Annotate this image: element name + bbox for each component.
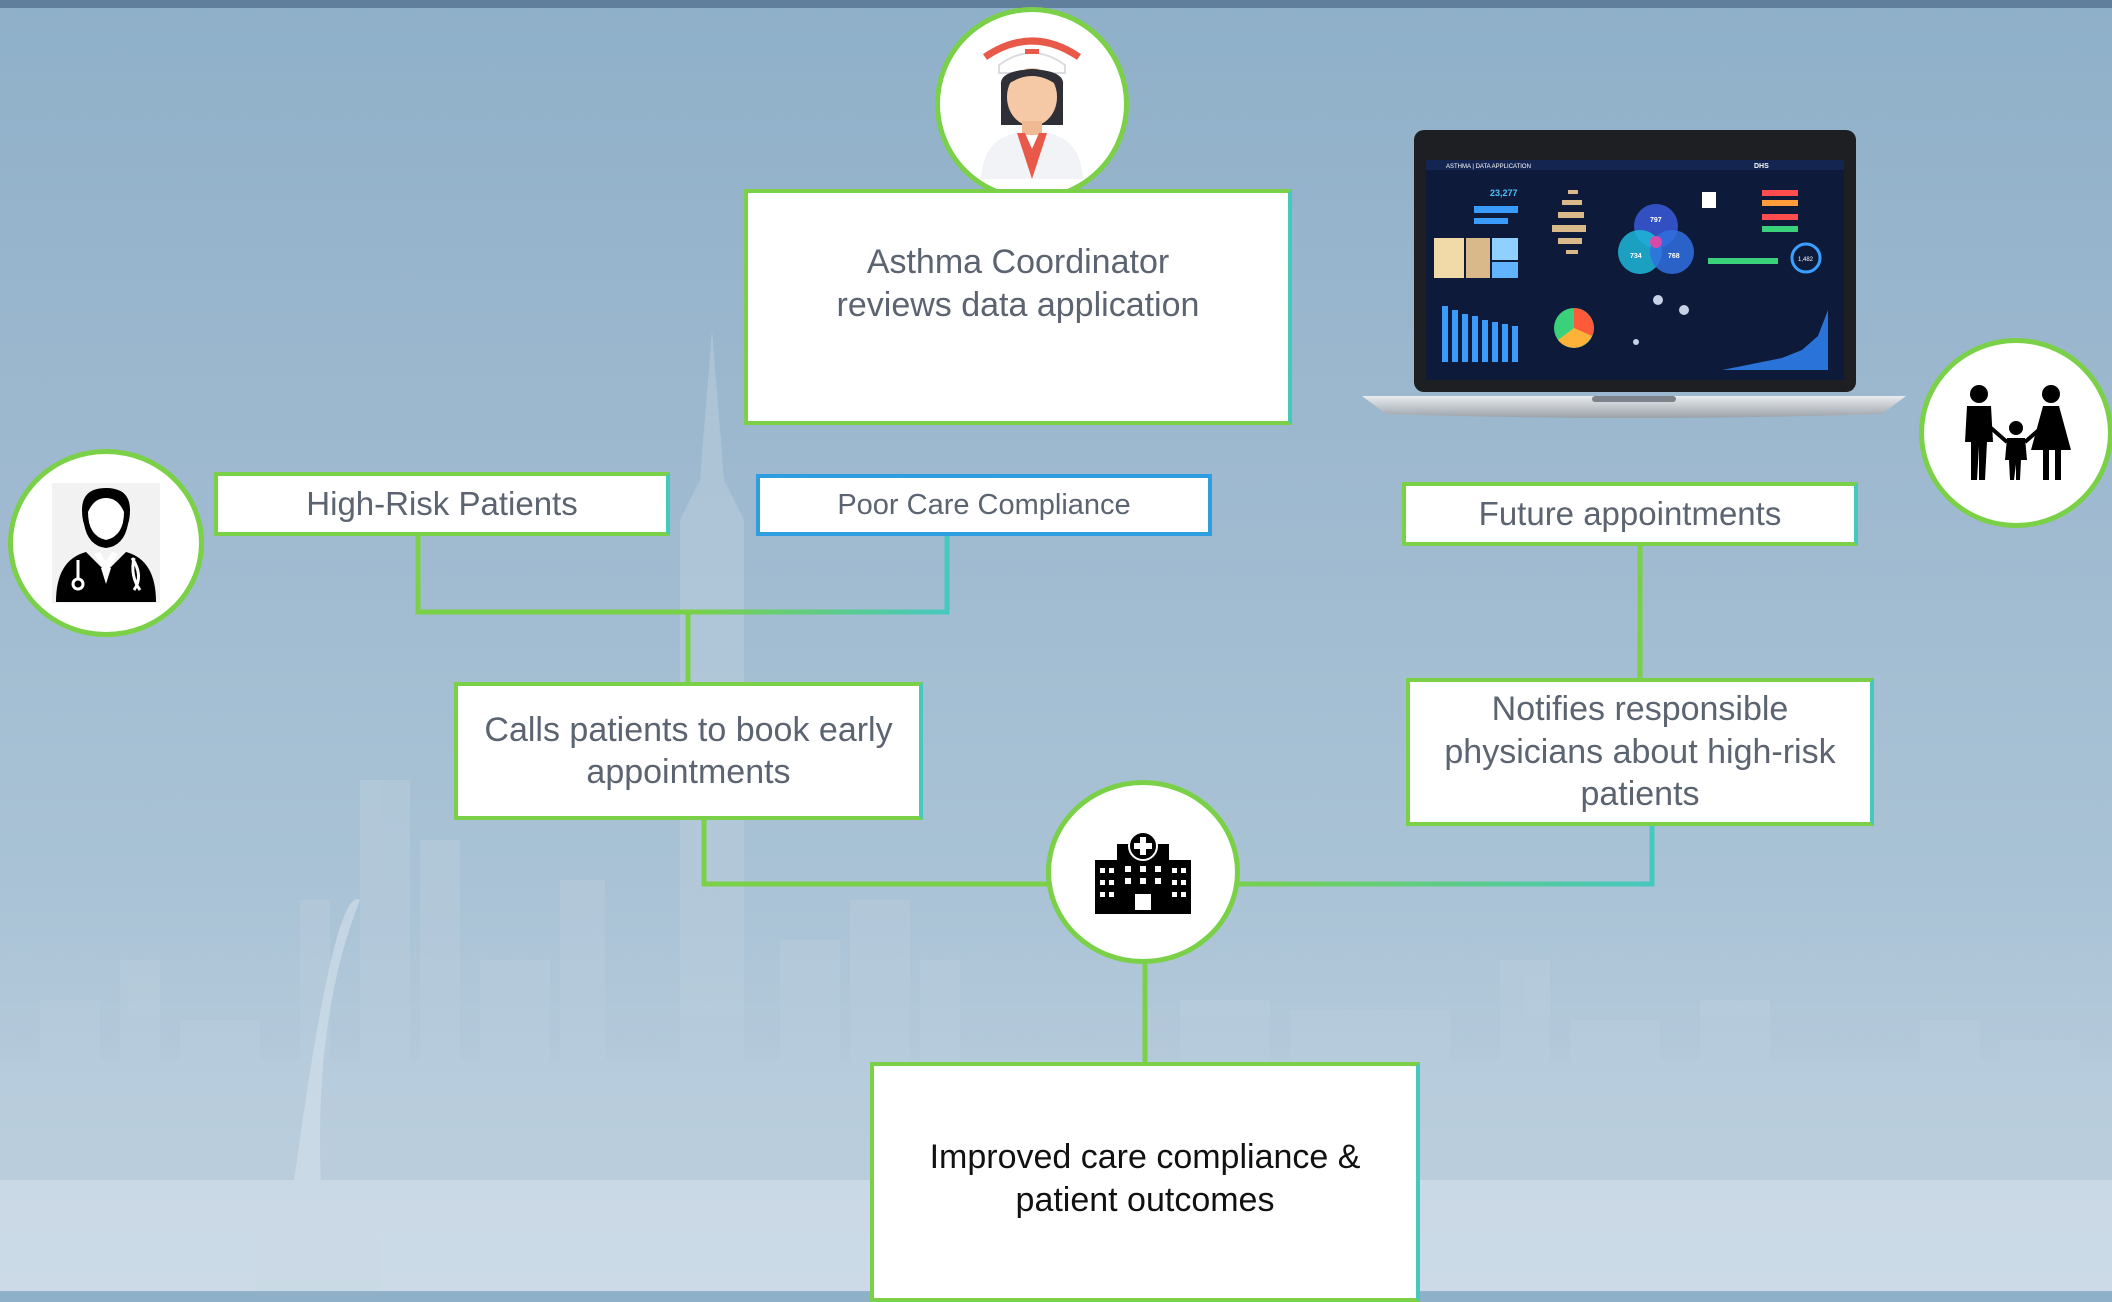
nurse-circle bbox=[935, 7, 1129, 201]
calls-patients-text: Calls patients to book early appointment… bbox=[484, 710, 893, 792]
future-appointments-text: Future appointments bbox=[1478, 495, 1782, 533]
poor-care-compliance-box: Poor Care Compliance bbox=[756, 474, 1212, 536]
family-circle bbox=[1919, 338, 2112, 528]
gauge-value: 1,482 bbox=[1798, 257, 1814, 263]
venn-top-value: 797 bbox=[1650, 217, 1662, 224]
hospital-icon bbox=[1095, 831, 1191, 914]
doctor-icon bbox=[56, 488, 156, 602]
laptop-icon: ASTHMA | DATA APPLICATION DHS 23,277 797… bbox=[1362, 130, 1906, 418]
high-risk-patients-box: High-Risk Patients bbox=[214, 472, 670, 536]
poor-care-compliance-text: Poor Care Compliance bbox=[837, 488, 1131, 521]
laptop-dashboard: ASTHMA | DATA APPLICATION DHS 23,277 797… bbox=[1362, 130, 1906, 420]
top-bar bbox=[0, 0, 2112, 8]
nurse-icon bbox=[981, 37, 1083, 179]
dashboard-header: ASTHMA | DATA APPLICATION bbox=[1446, 164, 1531, 170]
hospital-circle bbox=[1046, 780, 1240, 964]
family-icon bbox=[1965, 385, 2071, 480]
venn-right-value: 768 bbox=[1668, 253, 1680, 260]
future-appointments-box: Future appointments bbox=[1402, 482, 1858, 546]
outcome-box: Improved care compliance & patient outco… bbox=[870, 1062, 1420, 1302]
dashboard-total: 23,277 bbox=[1490, 188, 1518, 198]
dashboard-logo: DHS bbox=[1754, 163, 1769, 170]
venn-left-value: 734 bbox=[1630, 253, 1642, 260]
notifies-physicians-text: Notifies responsible physicians about hi… bbox=[1444, 690, 1836, 814]
outcome-text: Improved care compliance & patient outco… bbox=[929, 1138, 1361, 1219]
coordinator-review-box: Asthma Coordinator reviews data applicat… bbox=[744, 189, 1292, 425]
calls-patients-box: Calls patients to book early appointment… bbox=[454, 682, 923, 820]
doctor-circle bbox=[8, 449, 204, 637]
notifies-physicians-box: Notifies responsible physicians about hi… bbox=[1406, 678, 1874, 826]
coordinator-review-text: Asthma Coordinator reviews data applicat… bbox=[836, 243, 1200, 324]
high-risk-patients-text: High-Risk Patients bbox=[306, 485, 578, 523]
